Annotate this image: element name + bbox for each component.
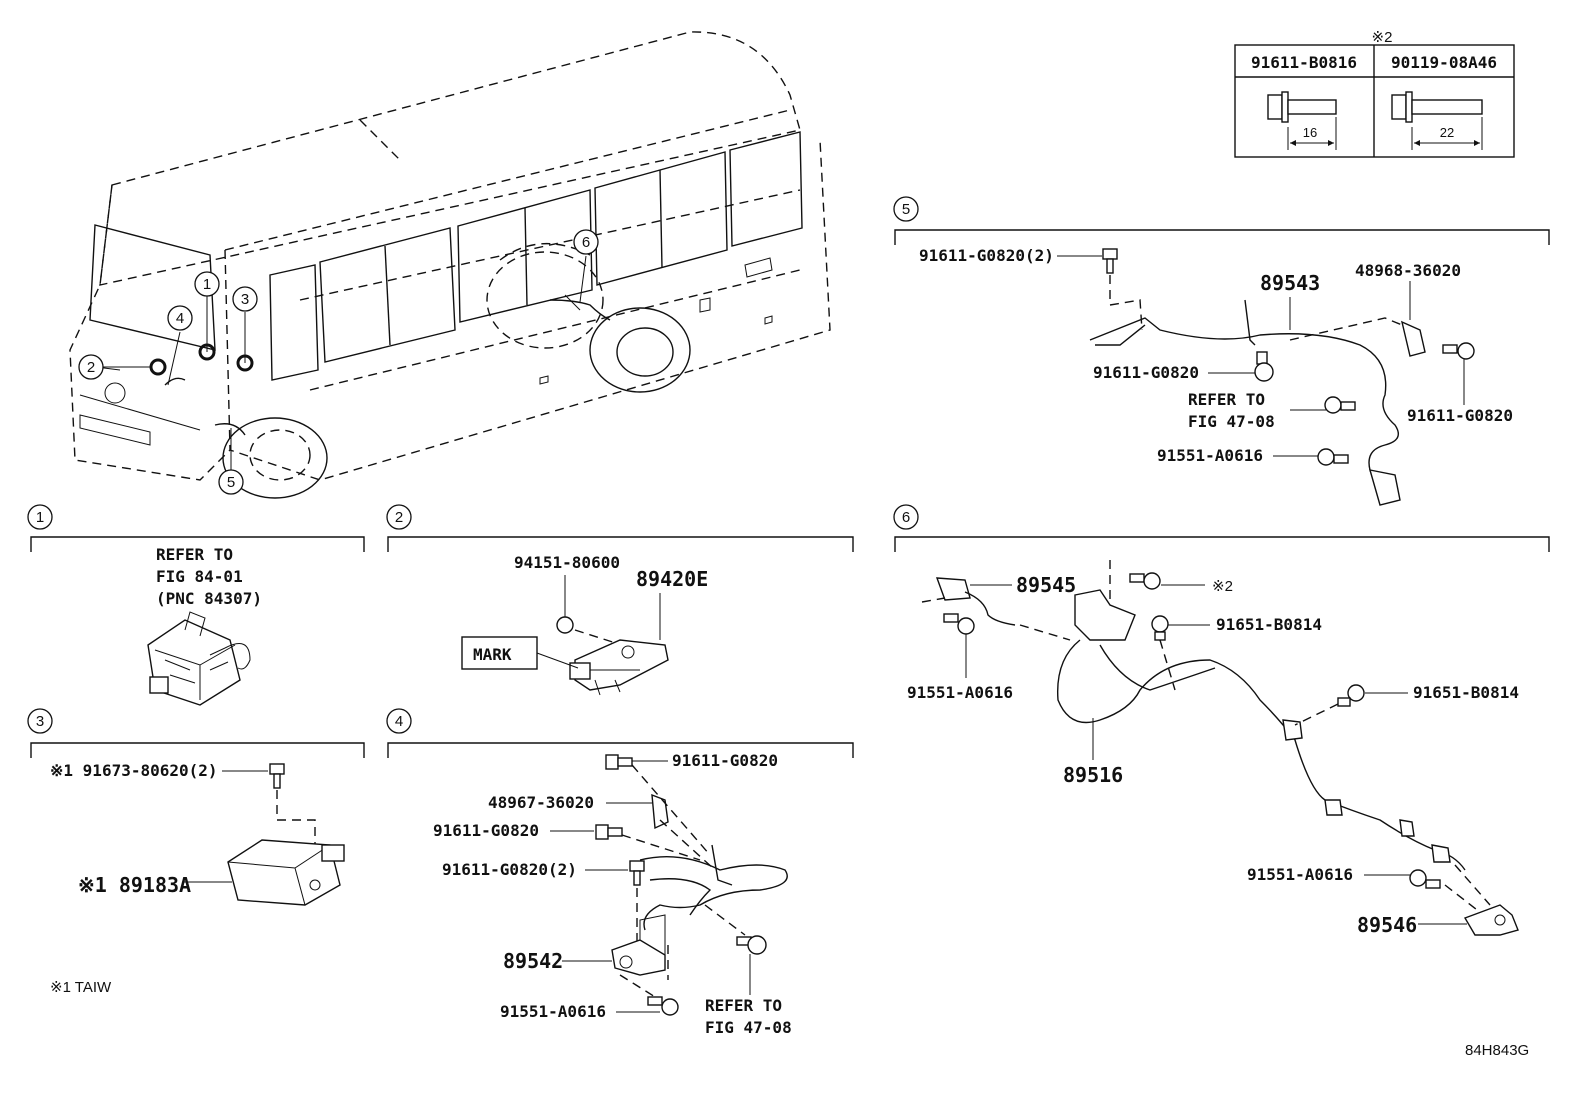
bolt-top-label: 91611-G0820 [672,751,778,770]
harness-89516-icon [1056,589,1466,871]
bolt-two-5-label: 91611-G0820(2) [919,246,1054,265]
bolt-22-icon: 22 [1391,91,1483,150]
bolt-bottom-icon [647,996,679,1016]
bolt-two-label: 91611-G0820(2) [442,860,577,879]
callout-1: 1 [194,271,220,297]
bolt-a-6-icon [1151,615,1169,641]
sensor-89546-icon [1463,904,1519,936]
sensor-89183A-icon [227,839,345,906]
svg-text:2: 2 [87,359,95,376]
footnote-taiw: ※1 TAIW [50,979,112,996]
svg-text:1: 1 [203,276,211,293]
callout-6: 6 [573,229,599,255]
sensor-89545-icon [935,577,1016,626]
section-4-refer-line-1: REFER TO [705,996,782,1015]
sensor-89420E-label: 89420E [636,567,708,591]
section-5: 5 91611-G0820(2) 89543 48968-36020 91611… [893,196,1550,506]
section-5-number: 5 [902,201,910,218]
callout-4: 4 [167,305,193,331]
callout-3: 3 [232,286,258,312]
spec-part-2: 90119-08A46 [1391,53,1497,72]
bracket-48968-label: 48968-36020 [1355,261,1461,280]
bolt-refer-5-icon [1324,396,1356,414]
sensor-89420E-icon [569,639,669,696]
bolt-lower-6-icon [1409,869,1441,889]
bolt-center-5-icon [1254,351,1274,382]
callout-2: 2 [78,354,104,380]
spec-note-mark: ※2 [1372,29,1393,46]
nut-icon [556,616,574,634]
callout-5: 5 [218,469,244,495]
section-1-number: 1 [36,509,44,526]
section-1-refer-line-2: FIG 84-01 [156,567,243,586]
bolt-right-5-label: 91611-G0820 [1407,406,1513,425]
section-6: 6 89545 ※2 91651-B0814 91551-A0616 [893,504,1550,937]
bolt-91673-label: ※1 91673-80620(2) [50,761,218,780]
section-1: 1 REFER TO FIG 84-01 (PNC 84307) [27,504,365,706]
nut-94151-label: 94151-80600 [514,553,620,572]
svg-text:4: 4 [176,310,184,327]
sensor-89546-label: 89546 [1357,913,1417,937]
bolt-note-6-label: ※2 [1212,578,1233,595]
svg-text:6: 6 [582,234,590,251]
harness-89542-label: 89542 [503,949,563,973]
bolt-b-6-icon [1337,684,1365,707]
bolt-mid-icon [595,824,623,840]
bracket-48968-icon [1400,320,1426,357]
bolt-a-6-label: 91651-B0814 [1216,615,1322,634]
harness-89543-icon [1089,299,1401,506]
spec-dim-1: 16 [1303,125,1317,140]
bolt-icon [269,763,285,789]
section-1-refer-line-1: REFER TO [156,545,233,564]
sensor-89183A-label: ※1 89183A [78,873,191,897]
bolt-right-5-icon [1442,342,1475,360]
bolt-bottom-5-label: 91551-A0616 [1157,446,1263,465]
bolt-center-5-label: 91611-G0820 [1093,363,1199,382]
section-5-refer-line-1: REFER TO [1188,390,1265,409]
spec-dim-2: 22 [1440,125,1454,140]
bracket-48967-icon [651,793,669,830]
spec-table: ※2 91611-B0816 90119-08A46 16 22 [1234,29,1515,158]
section-5-refer-line-2: FIG 47-08 [1188,412,1275,431]
svg-text:5: 5 [227,474,235,491]
section-2: 2 94151-80600 89420E MARK [386,504,854,696]
bolt-refer-icon [736,935,767,955]
bracket-48967-label: 48967-36020 [488,793,594,812]
mark-label: MARK [473,645,512,664]
bolt-left-6-label: 91551-A0616 [907,683,1013,702]
svg-text:3: 3 [241,291,249,308]
section-1-refer-line-3: (PNC 84307) [156,589,262,608]
bolt-mid-label: 91611-G0820 [433,821,539,840]
bus-illustration [69,31,831,499]
section-4: 4 91611-G0820 48967-36020 91611-G0820 91… [386,708,854,1037]
bolt-lower-6-label: 91551-A0616 [1247,865,1353,884]
section-6-number: 6 [902,509,910,526]
section-3-number: 3 [36,713,44,730]
sensor-89545-label: 89545 [1016,573,1076,597]
bolt-bottom-5-icon [1317,448,1349,466]
section-4-refer-line-2: FIG 47-08 [705,1018,792,1037]
bolt-note-6-icon [1129,572,1161,590]
bolt-16-icon: 16 [1267,91,1337,150]
section-3: 3 ※1 91673-80620(2) ※1 89183A [27,708,365,906]
module-84307-icon [147,611,251,706]
bolt-top-icon [605,754,633,770]
section-4-number: 4 [395,713,403,730]
bolt-two-5-icon [1102,248,1118,274]
bolt-left-6-icon [943,613,975,635]
section-2-number: 2 [395,509,403,526]
bolt-two-icon [629,860,645,886]
bolt-bottom-label: 91551-A0616 [500,1002,606,1021]
figure-code: 84H843G [1465,1042,1529,1059]
bolt-b-6-label: 91651-B0814 [1413,683,1519,702]
harness-89516-label: 89516 [1063,763,1123,787]
harness-89542-icon [611,844,788,976]
spec-part-1: 91611-B0816 [1251,53,1357,72]
harness-89543-label: 89543 [1260,271,1320,295]
